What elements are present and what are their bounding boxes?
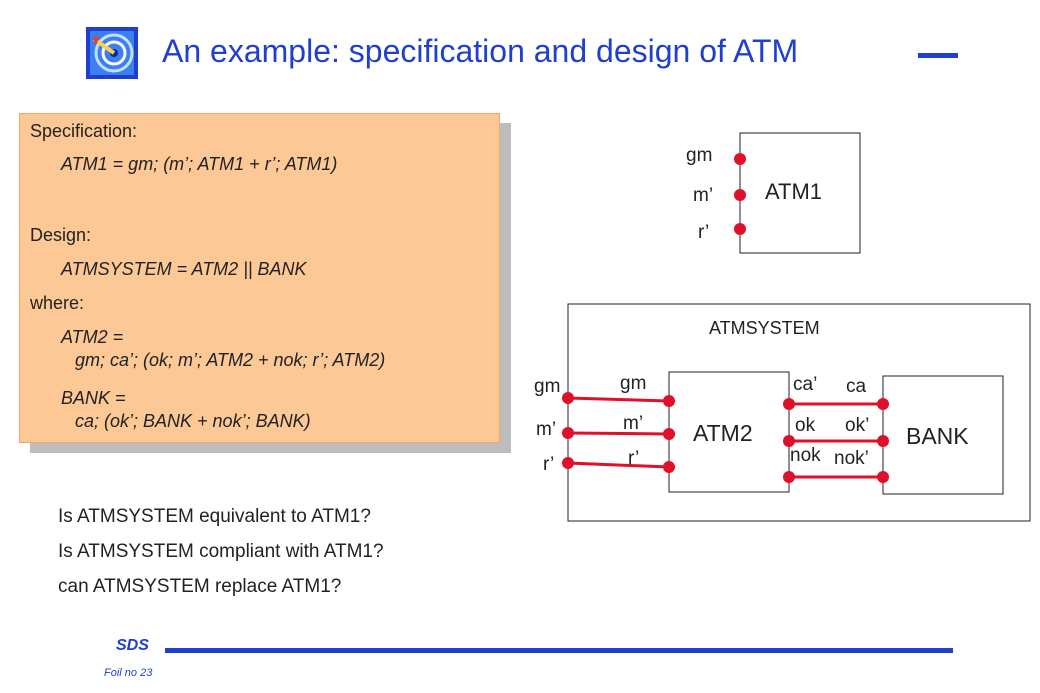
bank-label-nok: nok’ xyxy=(834,448,869,469)
atm2-box xyxy=(668,371,790,493)
atm2-port-nok xyxy=(783,471,795,483)
atm2-port-ok xyxy=(783,435,795,447)
bank-port-nok xyxy=(877,471,889,483)
bank-equation-body: ca; (ok’; BANK + nok’; BANK) xyxy=(75,411,311,431)
atm1-port-m xyxy=(734,189,746,201)
where-label: where: xyxy=(30,293,85,313)
atm2-label-m: m’ xyxy=(623,413,644,434)
atm2-port-m xyxy=(663,428,675,440)
wire-gm xyxy=(567,396,670,403)
atmsystem-name: ATMSYSTEM xyxy=(709,318,820,338)
footer-sds: SDS xyxy=(116,637,149,654)
bank-box xyxy=(882,375,1004,495)
atm2-label-r: r’ xyxy=(628,448,640,469)
atm2-name: ATM2 xyxy=(693,420,753,446)
outer-label-gm: gm xyxy=(534,376,561,397)
page-title: An example: specification and design of … xyxy=(162,33,799,69)
outer-port-gm xyxy=(562,392,574,404)
outer-label-r: r’ xyxy=(543,454,555,475)
wire-r xyxy=(567,461,670,469)
atm1-label-gm: gm xyxy=(686,145,713,166)
atmsystem-equation: ATMSYSTEM = ATM2 || BANK xyxy=(61,259,307,279)
footer-line xyxy=(165,648,953,653)
bank-port-ca xyxy=(877,398,889,410)
atm2-port-gm xyxy=(663,395,675,407)
wire-m xyxy=(567,431,670,436)
atm1-label-m: m’ xyxy=(693,185,714,206)
footer-foil-number: Foil no 23 xyxy=(104,667,153,679)
atm2-equation-head: ATM2 = xyxy=(61,327,124,347)
question-compliant: Is ATMSYSTEM compliant with ATM1? xyxy=(58,541,384,562)
atm1-port-gm xyxy=(734,153,746,165)
atm2-label-ca: ca’ xyxy=(793,374,818,395)
atm2-port-r xyxy=(663,461,675,473)
specification-label: Specification: xyxy=(30,121,138,141)
logo xyxy=(86,27,138,79)
atm1-name: ATM1 xyxy=(765,179,823,204)
atm2-label-ok: ok xyxy=(795,415,816,436)
atm1-port-r xyxy=(734,223,746,235)
atm2-port-ca xyxy=(783,398,795,410)
atm2-label-gm: gm xyxy=(620,373,647,394)
atm2-equation-body: gm; ca’; (ok; m’; ATM2 + nok; r’; ATM2) xyxy=(75,350,386,370)
bank-name: BANK xyxy=(906,423,969,449)
spec-box xyxy=(19,113,500,443)
bank-equation-head: BANK = xyxy=(61,388,126,408)
bank-label-ok: ok’ xyxy=(845,415,870,436)
atm1-equation: ATM1 = gm; (m’; ATM1 + r’; ATM1) xyxy=(61,154,338,174)
title-dash xyxy=(918,53,958,58)
bank-port-ok xyxy=(877,435,889,447)
bank-label-ca: ca xyxy=(846,376,867,397)
question-replace: can ATMSYSTEM replace ATM1? xyxy=(58,576,342,597)
outer-port-r xyxy=(562,457,574,469)
atm2-label-nok: nok xyxy=(790,445,821,466)
outer-port-m xyxy=(562,427,574,439)
atm1-label-r: r’ xyxy=(698,222,710,243)
design-label: Design: xyxy=(30,225,92,245)
question-equivalent: Is ATMSYSTEM equivalent to ATM1? xyxy=(58,506,371,527)
outer-label-m: m’ xyxy=(536,419,557,440)
